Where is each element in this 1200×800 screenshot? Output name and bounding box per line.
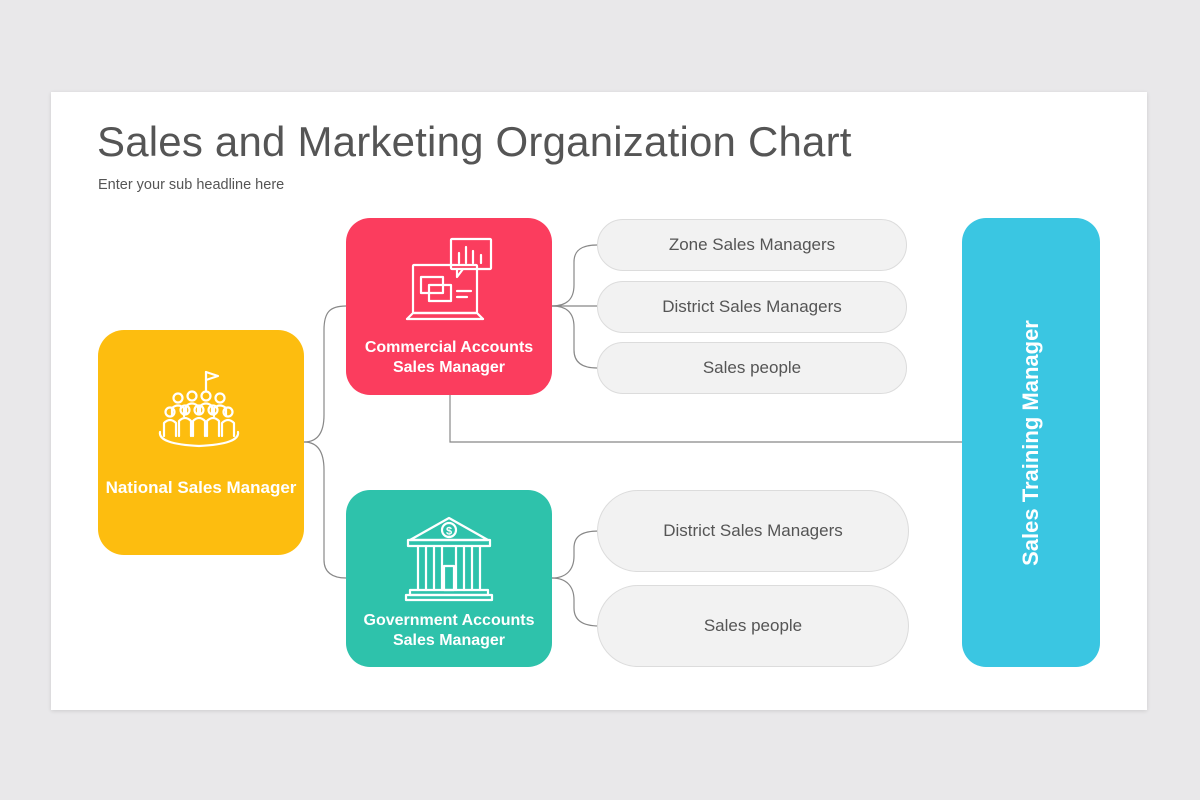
commercial-report-people: Sales people	[597, 342, 907, 394]
connector-commercial-people	[551, 305, 598, 369]
sales-training-manager-box: Sales Training Manager	[962, 218, 1100, 667]
svg-text:$: $	[446, 526, 452, 538]
commercial-accounts-manager-box: Commercial Accounts Sales Manager	[346, 218, 552, 395]
page-title: Sales and Marketing Organization Chart	[97, 118, 852, 165]
government-report-people: Sales people	[597, 585, 909, 667]
connector-national-commercial	[303, 305, 347, 443]
government-report-district: District Sales Managers	[597, 490, 909, 572]
team-flag-icon	[158, 370, 240, 448]
government-accounts-manager-label: Government Accounts Sales Manager	[363, 612, 535, 649]
commercial-report-district: District Sales Managers	[597, 281, 907, 333]
commercial-report-zone: Zone Sales Managers	[597, 219, 907, 271]
bank-dollar-icon: $	[404, 516, 494, 602]
commercial-accounts-manager-label: Commercial Accounts Sales Manager	[364, 339, 534, 376]
sales-training-manager-label: Sales Training Manager	[1018, 319, 1043, 566]
national-sales-manager-box: National Sales Manager	[98, 330, 304, 555]
connector-commercial-zone	[551, 244, 598, 307]
connector-national-government	[303, 441, 347, 579]
national-sales-manager-label: National Sales Manager	[105, 478, 297, 497]
connector-commercial-training	[449, 395, 962, 443]
government-accounts-manager-box: $ Government Accounts Sales Manager	[346, 490, 552, 667]
connector-government-people	[551, 577, 600, 627]
page-subtitle: Enter your sub headline here	[98, 177, 285, 193]
connector-government-district	[551, 530, 600, 579]
laptop-chart-icon	[405, 237, 493, 321]
